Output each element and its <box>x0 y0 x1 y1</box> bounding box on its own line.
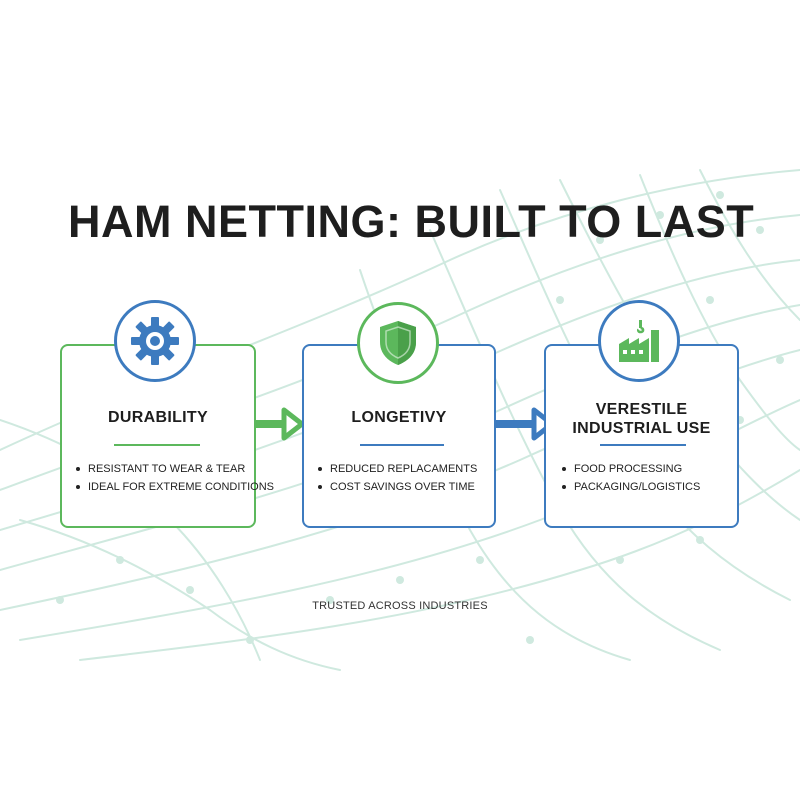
card-title: LONGETIVY <box>304 408 494 427</box>
card-title: VERESTILE INDUSTRIAL USE <box>546 400 737 438</box>
card-longevity: LONGETIVY REDUCED REPLACAMENTS COST SAVI… <box>302 344 496 528</box>
card-title-line: LONGETIVY <box>351 409 447 426</box>
shield-icon <box>380 321 416 365</box>
bullet-item: PACKAGING/LOGISTICS <box>562 478 700 496</box>
factory-icon <box>619 320 659 362</box>
badge-durability <box>114 300 196 382</box>
card-divider <box>114 444 200 446</box>
bullet-list: RESISTANT TO WEAR & TEAR IDEAL FOR EXTRE… <box>76 460 274 496</box>
bullet-item: IDEAL FOR EXTREME CONDITIONS <box>76 478 274 496</box>
card-title-line: DURABILITY <box>108 409 208 426</box>
card-divider <box>360 444 444 446</box>
blue-arrow <box>496 407 555 441</box>
card-versatile-use: VERESTILE INDUSTRIAL USE FOOD PROCESSING… <box>544 344 739 528</box>
card-title-line: VERESTILE <box>595 401 688 418</box>
footer-tagline: TRUSTED ACROSS INDUSTRIES <box>312 600 488 612</box>
card-divider <box>600 444 686 446</box>
bullet-item: REDUCED REPLACAMENTS <box>318 460 477 478</box>
bullet-list: FOOD PROCESSING PACKAGING/LOGISTICS <box>562 460 700 496</box>
bullet-item: FOOD PROCESSING <box>562 460 700 478</box>
page-title: HAM NETTING: BUILT TO LAST <box>68 196 755 247</box>
badge-longevity <box>357 302 439 384</box>
card-title-line: INDUSTRIAL USE <box>572 420 711 437</box>
bullet-item: RESISTANT TO WEAR & TEAR <box>76 460 274 478</box>
badge-versatile-use <box>598 300 680 382</box>
gear-icon <box>131 317 179 365</box>
bullet-item: COST SAVINGS OVER TIME <box>318 478 477 496</box>
bullet-list: REDUCED REPLACAMENTS COST SAVINGS OVER T… <box>318 460 477 496</box>
green-arrow <box>256 407 305 441</box>
card-title: DURABILITY <box>62 408 254 427</box>
